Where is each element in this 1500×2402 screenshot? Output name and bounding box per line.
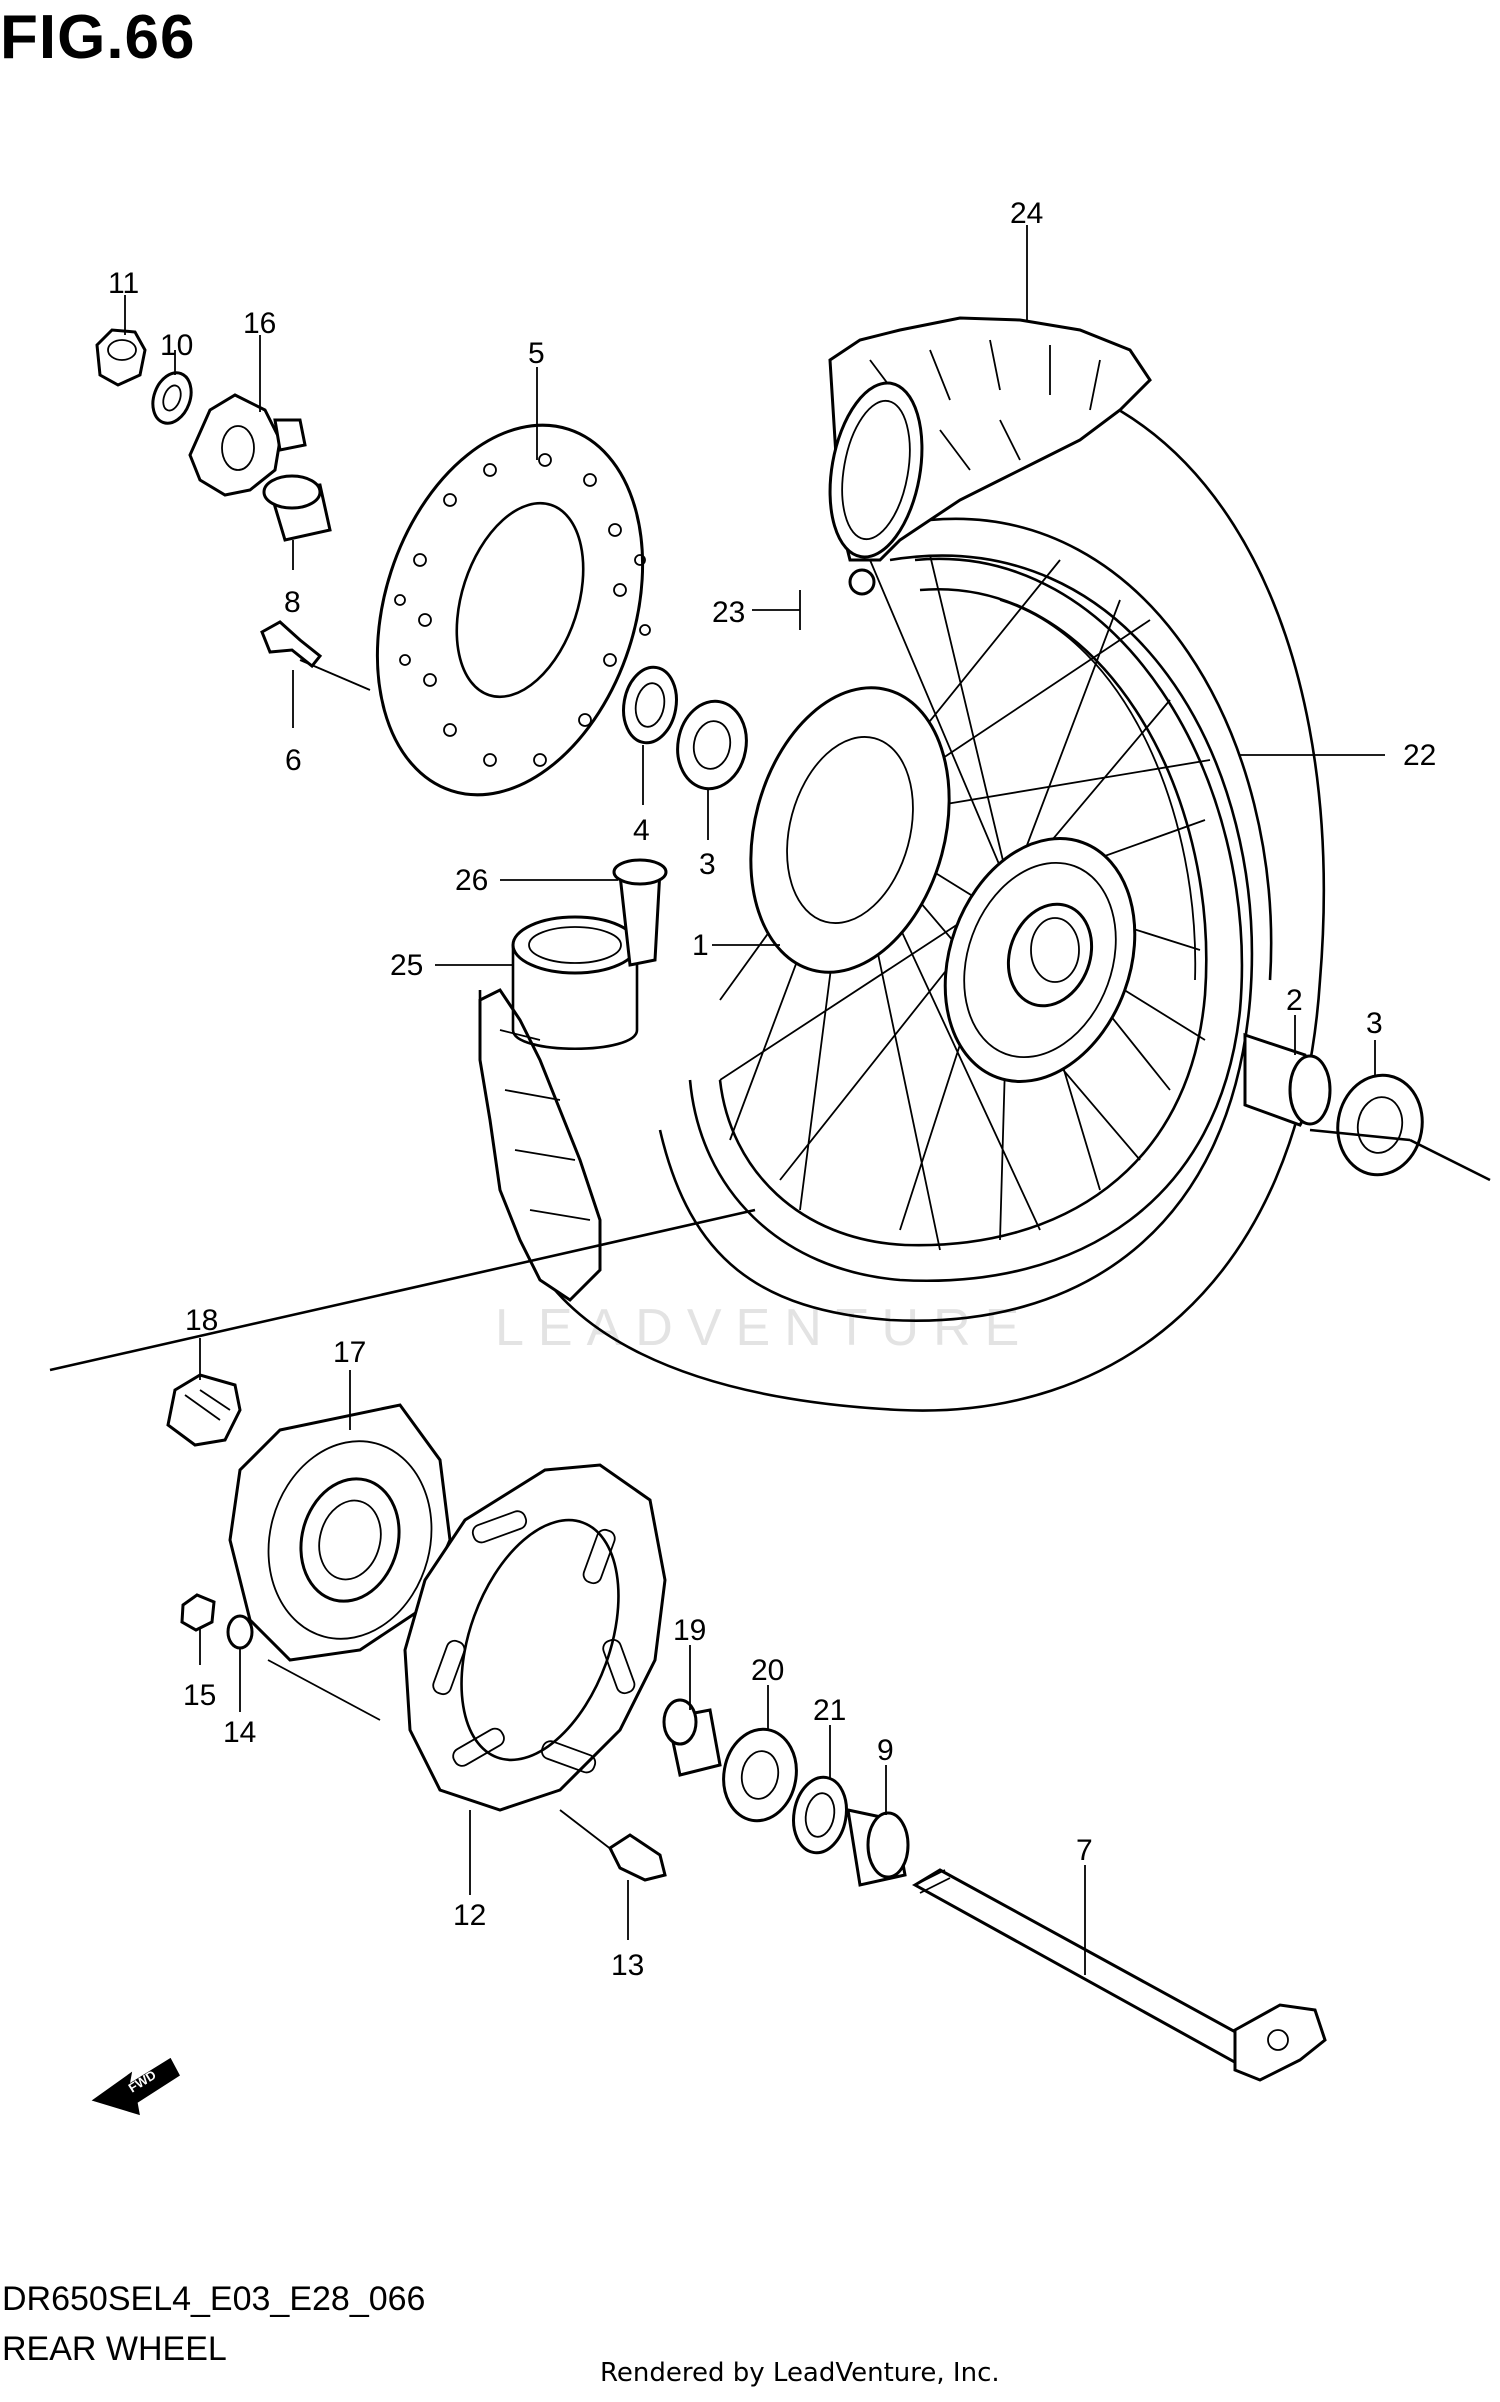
callout-9: 9: [877, 1734, 894, 1767]
callout-20: 20: [751, 1654, 784, 1687]
callout-8: 8: [284, 586, 301, 619]
callout-18: 18: [185, 1304, 218, 1337]
bolt-13: [559, 1809, 667, 1882]
sprocket-12: [403, 1463, 667, 1812]
seal-21: [792, 1775, 848, 1855]
callout-10: 10: [160, 329, 193, 362]
callout-4: 4: [633, 814, 650, 847]
seal-4: [622, 665, 678, 745]
axle-7: [911, 1868, 1327, 2082]
spacer-9: [846, 1808, 910, 1887]
callout-26: 26: [455, 864, 488, 897]
diagram-code: DR650SEL4_E03_E28_066: [2, 2280, 426, 2318]
callout-19: 19: [673, 1614, 706, 1647]
bearing-20: [722, 1727, 798, 1823]
bolt-6: [260, 620, 323, 669]
assembly-box: [49, 1208, 756, 1372]
callout-12: 12: [453, 1899, 486, 1932]
bolt-23: [848, 568, 876, 596]
fwd-arrow-icon: FWD: [91, 2057, 180, 2116]
nut-15: [180, 1593, 216, 1632]
spacer-2: [1243, 1032, 1332, 1127]
washer-14: [226, 1614, 254, 1650]
hub-1: [749, 686, 1137, 1083]
callout-17: 17: [333, 1336, 366, 1369]
callout-24: 24: [1010, 197, 1043, 230]
sprocket-carrier-17: [228, 1403, 452, 1662]
collar-19: [662, 1698, 722, 1777]
valve-26: [612, 858, 668, 967]
nut-11: [95, 328, 147, 387]
tire-24: [478, 316, 1326, 1412]
callout-11: 11: [108, 267, 139, 300]
damper-18: [166, 1373, 242, 1447]
render-credit: Rendered by LeadVenture, Inc.: [600, 2358, 1000, 2388]
figure-title: FIG.66: [0, 3, 196, 72]
callout-21: 21: [813, 1694, 846, 1727]
callout-1: 1: [692, 929, 709, 962]
watermark-text: LEADVENTURE: [495, 1299, 1033, 1357]
callout-16: 16: [243, 307, 276, 340]
callout-22: 22: [1403, 739, 1436, 772]
callout-2: 2: [1286, 984, 1303, 1017]
diagram-subtitle: REAR WHEEL: [2, 2330, 227, 2368]
callout-13: 13: [611, 1949, 644, 1982]
callout-6: 6: [285, 744, 302, 777]
washer-10: [151, 371, 193, 425]
callout-25: 25: [390, 949, 423, 982]
sleeve-25: [511, 915, 639, 1051]
leader-lines: [124, 225, 1385, 1975]
callout-14: 14: [223, 1716, 256, 1749]
callout-3-lower: 3: [1366, 1007, 1383, 1040]
brake-disc-5: [375, 423, 651, 797]
collar-8: [262, 474, 332, 542]
adjuster-16: [188, 393, 307, 497]
wheel-rim-22: [688, 557, 1244, 1283]
callout-23: 23: [712, 596, 745, 629]
callout-3-upper: 3: [699, 848, 716, 881]
bearing-3-upper: [676, 699, 748, 791]
callout-7: 7: [1076, 1834, 1093, 1867]
callout-labels: 24 11 10 16 5 8 23 22 6 4 3 26 1 25 2 3 …: [108, 197, 1436, 1982]
bearing-3-lower: [1336, 1073, 1424, 1177]
callout-15: 15: [183, 1679, 216, 1712]
callout-5: 5: [528, 337, 545, 370]
